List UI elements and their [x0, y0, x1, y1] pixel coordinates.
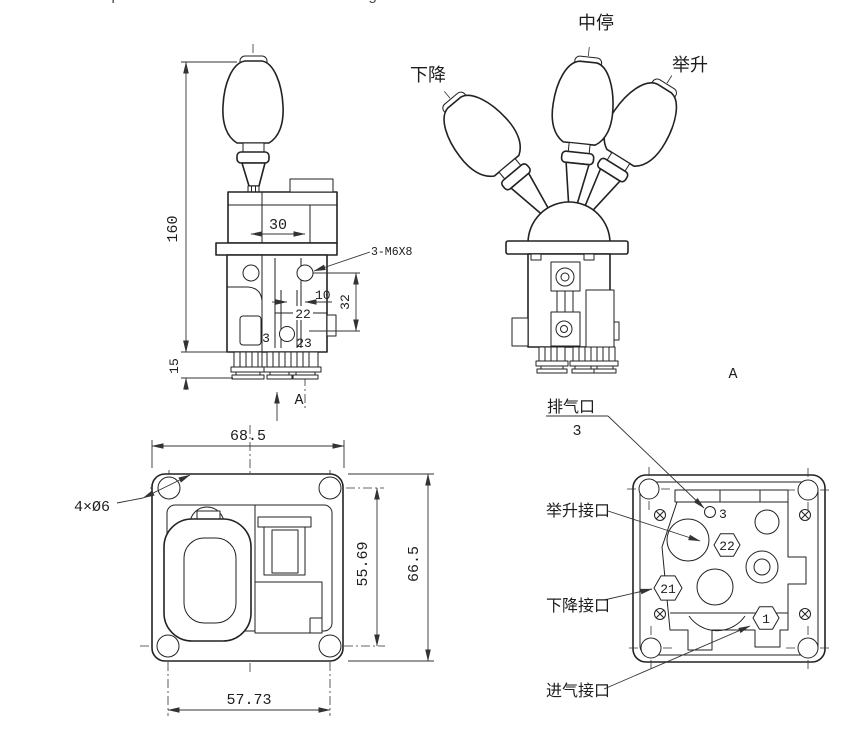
label-lower: 下降 [410, 65, 446, 86]
hex-port-1 [752, 606, 780, 630]
corner-hole-br [318, 634, 342, 658]
dim-66-5: 66.5 [406, 546, 423, 582]
dome-boot [527, 201, 611, 244]
upper-housing [227, 178, 338, 244]
front-view: 160 15 30 3-M6X8 10 32 22 3 23 A [165, 44, 413, 421]
air-fittings-front [230, 351, 322, 380]
port-label-23: 23 [296, 336, 312, 351]
corner-hole-a-bl [640, 637, 662, 659]
port-tag-22: 22 [719, 539, 735, 554]
corner-hole-a-tr [797, 479, 819, 501]
inlet-port-label: 进气接口 [546, 681, 610, 700]
corner-hole-a-tl [638, 478, 660, 500]
lever-knob [222, 55, 284, 196]
lever-position-view: 中停 下降 举升 A [410, 13, 738, 383]
bolt-hole-right [296, 264, 314, 282]
top-view: 68.5 4×Ø6 55.69 66.5 57.73 [74, 425, 434, 716]
dim-32: 32 [338, 294, 353, 310]
holes-note: 4×Ø6 [74, 499, 110, 516]
caption-text: the speed control of the lowering action [64, 0, 454, 4]
corner-hole-a-br [797, 637, 819, 659]
phillips-screws [654, 509, 811, 620]
bolt-hole-left [242, 264, 260, 282]
dim-68-5: 68.5 [230, 428, 266, 445]
bottom-view-a: 3 22 21 1 排气口 3 举升接口 下降接口 进气接口 [546, 397, 830, 700]
corner-hole-tl [157, 476, 181, 500]
lift-passage-hole [666, 518, 710, 562]
exhaust-port-hole [704, 506, 716, 518]
caption-clipped: the speed control of the lowering action [64, 0, 454, 6]
lift-port-label: 举升接口 [546, 501, 610, 520]
dim-55-69: 55.69 [355, 541, 372, 586]
port-label-22: 22 [295, 307, 311, 322]
knob-top-view [163, 506, 252, 642]
dim-160: 160 [165, 215, 182, 242]
exhaust-label: 排气口 [547, 397, 595, 416]
lower-port-label: 下降接口 [546, 596, 610, 615]
label-lift: 举升 [672, 55, 708, 76]
corner-hole-tr [318, 476, 342, 500]
hex-port-22 [713, 533, 741, 557]
hex-port-21 [653, 575, 683, 601]
body-top-view [254, 516, 323, 634]
air-fittings-side [535, 346, 619, 374]
port-hole-22 [279, 326, 295, 342]
valve-body-side [511, 253, 620, 348]
flange-side [505, 240, 629, 255]
label-mid-stop: 中停 [578, 13, 614, 34]
lever-mid-position [551, 47, 614, 248]
port-tag-1: 1 [762, 612, 770, 627]
lever-lower-position [442, 91, 575, 247]
dim-10: 10 [315, 288, 331, 303]
view-a-label: A [728, 366, 737, 383]
port-tag-21: 21 [660, 582, 676, 597]
port-tag-3: 3 [719, 507, 727, 522]
exhaust-num: 3 [572, 423, 581, 440]
dim-15: 15 [167, 358, 182, 374]
dim-30: 30 [269, 217, 287, 234]
section-a-label: A [294, 392, 303, 409]
mounting-flange [215, 242, 338, 256]
dim-57-73: 57.73 [226, 692, 271, 709]
thread-note: 3-M6X8 [371, 246, 413, 259]
port-label-3: 3 [262, 331, 270, 346]
corner-hole-bl [156, 634, 180, 658]
